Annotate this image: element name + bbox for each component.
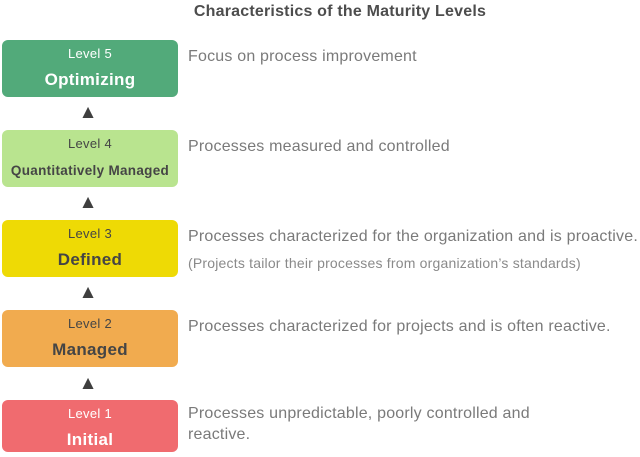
up-arrow-icon: ▲ bbox=[78, 373, 98, 394]
level-3-description: Processes characterized for the organiza… bbox=[188, 226, 638, 274]
level-5-label: Level 5 bbox=[67, 46, 113, 61]
level-2-label: Level 2 bbox=[67, 316, 113, 331]
level-1-description: Processes unpredictable, poorly controll… bbox=[188, 405, 530, 443]
level-2-name: Managed bbox=[52, 340, 128, 359]
level-5-description: Focus on process improvement bbox=[188, 48, 417, 65]
page-title: Characteristics of the Maturity Levels bbox=[193, 3, 487, 20]
up-arrow-icon: ▲ bbox=[78, 192, 98, 213]
level-4-description: Processes measured and controlled bbox=[188, 138, 450, 155]
level-3-description-sub: (Projects tailor their processes from or… bbox=[188, 255, 581, 271]
level-5-name: Optimizing bbox=[44, 70, 136, 89]
up-arrow-icon: ▲ bbox=[78, 282, 98, 303]
level-3-label: Level 3 bbox=[67, 226, 113, 241]
level-1-box: Level 1 Initial bbox=[2, 400, 178, 452]
level-3-name: Defined bbox=[57, 250, 123, 269]
level-2-box: Level 2 Managed bbox=[2, 310, 178, 367]
level-3-box: Level 3 Defined bbox=[2, 220, 178, 277]
level-1-label: Level 1 bbox=[67, 406, 113, 421]
level-5-box: Level 5 Optimizing bbox=[2, 40, 178, 97]
level-4-label: Level 4 bbox=[67, 136, 113, 151]
level-4-box: Level 4 Quantitatively Managed bbox=[2, 130, 178, 187]
level-4-name: Quantitatively Managed bbox=[10, 163, 170, 178]
level-2-description: Processes characterized for projects and… bbox=[188, 318, 611, 335]
up-arrow-icon: ▲ bbox=[78, 102, 98, 123]
level-1-name: Initial bbox=[66, 430, 114, 449]
level-3-description-main: Processes characterized for the organiza… bbox=[188, 228, 638, 245]
